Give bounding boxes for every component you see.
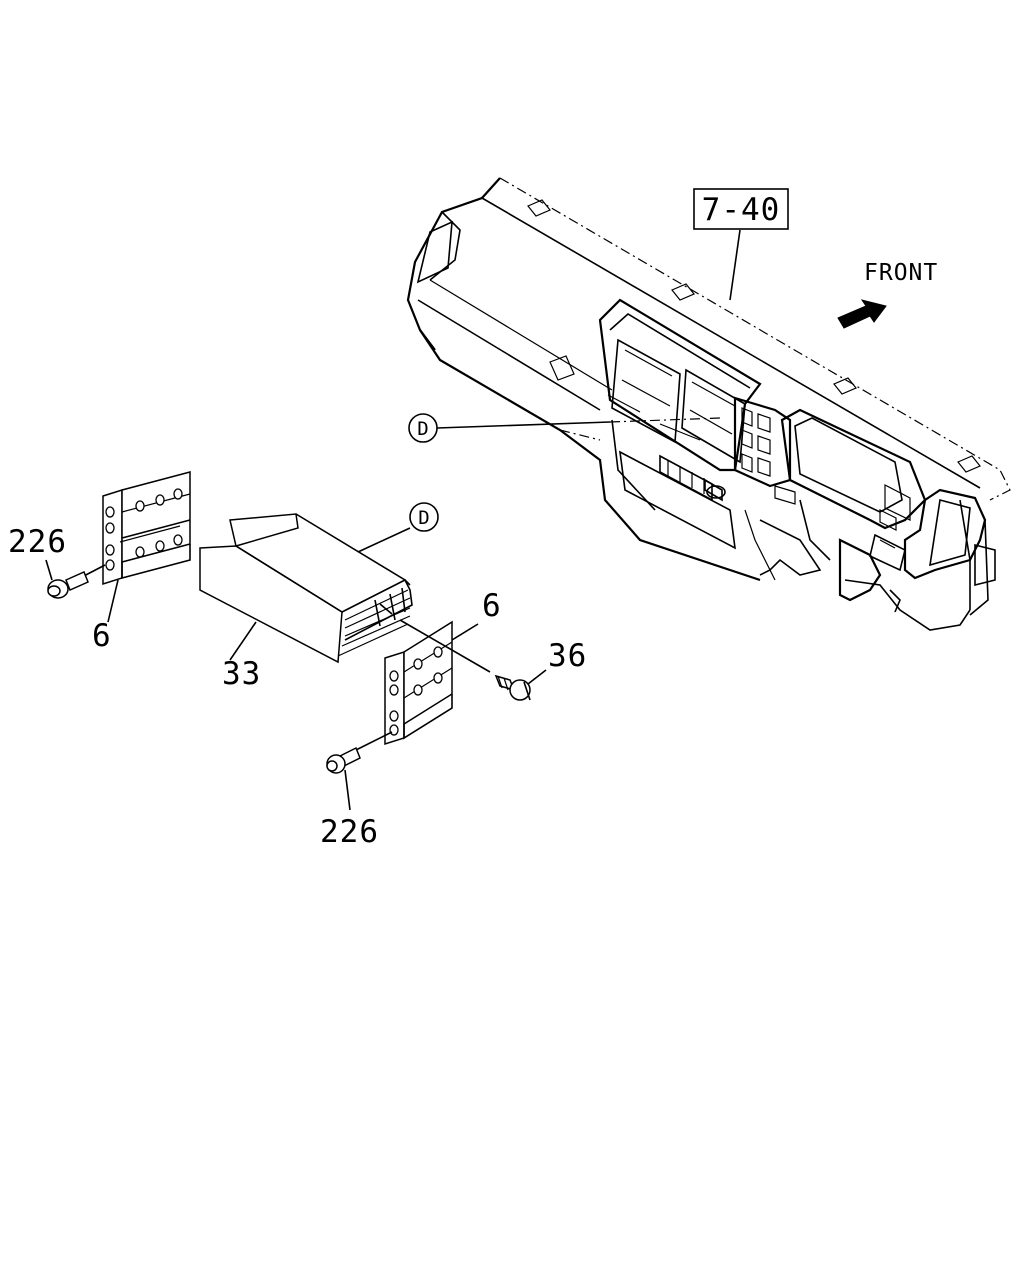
pocket-tray <box>199 513 413 664</box>
bracket-left <box>102 471 191 586</box>
ref-box-label: 7-40 <box>702 192 781 228</box>
bolt-bottom <box>326 731 393 811</box>
detail-marker-lower: D <box>357 502 439 553</box>
screw <box>399 619 547 701</box>
front-arrow-icon <box>837 299 887 329</box>
front-label: FRONT <box>864 260 938 286</box>
dashboard-assembly <box>406 177 1011 631</box>
front-direction: FRONT <box>837 260 938 329</box>
detail-marker-upper: D <box>408 413 721 443</box>
callout-screw: 36 <box>548 638 587 674</box>
callout-bracket-left: 6 <box>92 618 112 654</box>
callout-bracket-right: 6 <box>482 588 502 624</box>
detail-marker-lower-label: D <box>418 507 429 529</box>
bolt-left <box>45 559 106 599</box>
callout-pocket: 33 <box>222 656 261 692</box>
detail-marker-upper-label: D <box>417 418 428 440</box>
ref-box: 7-40 <box>693 188 789 230</box>
callout-bolt-bottom: 226 <box>320 814 379 850</box>
callout-bolt-left: 226 <box>8 524 67 560</box>
bracket-right <box>384 620 479 746</box>
